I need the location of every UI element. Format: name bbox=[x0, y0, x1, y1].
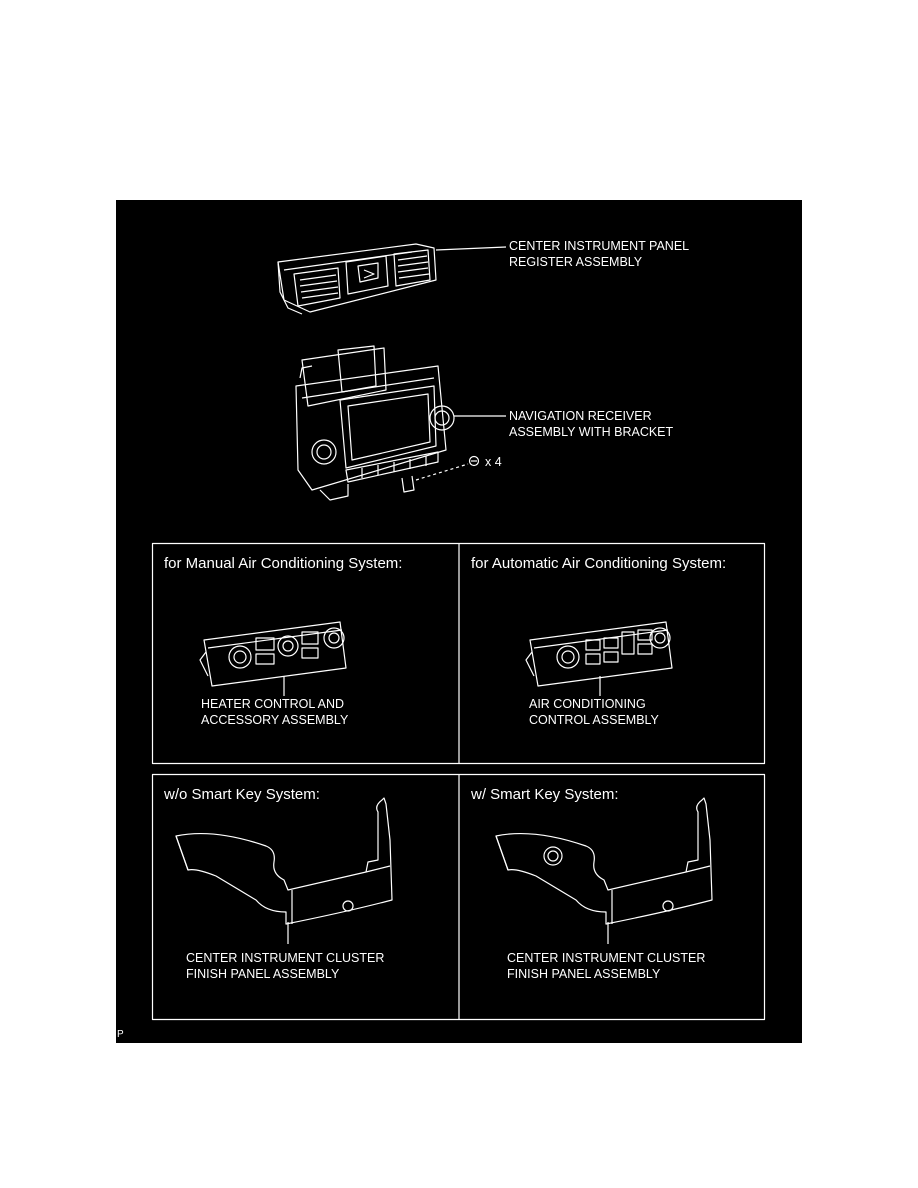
cluster-panel-label-left: CENTER INSTRUMENT CLUSTER FINISH PANEL A… bbox=[186, 951, 385, 978]
navigation-receiver-drawing bbox=[295, 345, 506, 501]
exploded-parts-diagram: CENTER INSTRUMENT PANEL REGISTER ASSEMBL… bbox=[116, 200, 802, 1043]
screw-count-label: x 4 bbox=[485, 455, 502, 469]
with-smart-key-heading: w/ Smart Key System: bbox=[471, 786, 619, 803]
heater-control-drawing bbox=[199, 621, 347, 696]
diagram-artwork bbox=[151, 243, 766, 1021]
heater-control-label: HEATER CONTROL AND ACCESSORY ASSEMBLY bbox=[201, 697, 349, 727]
register-assembly-drawing bbox=[277, 243, 507, 315]
ac-control-drawing bbox=[525, 621, 673, 696]
navigation-receiver-label: NAVIGATION RECEIVER ASSEMBLY WITH BRACKE… bbox=[509, 409, 674, 439]
manual-ac-heading: for Manual Air Conditioning System: bbox=[164, 555, 403, 572]
cluster-panel-drawing-left bbox=[175, 797, 393, 944]
ac-control-label: AIR CONDITIONING CONTROL ASSEMBLY bbox=[529, 697, 659, 727]
cluster-panel-label-right: CENTER INSTRUMENT CLUSTER FINISH PANEL A… bbox=[507, 951, 706, 978]
register-assembly-label: CENTER INSTRUMENT PANEL REGISTER ASSEMBL… bbox=[509, 239, 690, 269]
without-smart-key-heading: w/o Smart Key System: bbox=[164, 786, 320, 803]
corner-mark: P bbox=[117, 1029, 124, 1040]
cluster-panel-drawing-right bbox=[495, 797, 713, 944]
automatic-ac-heading: for Automatic Air Conditioning System: bbox=[471, 555, 727, 572]
